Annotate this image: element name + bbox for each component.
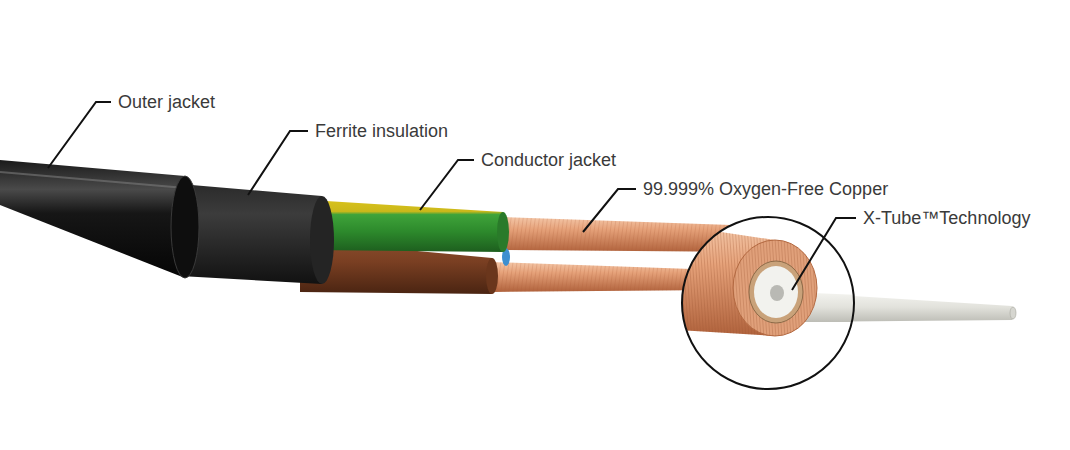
magnifier (680, 217, 860, 389)
leader-line (420, 160, 474, 210)
tube-end (1010, 307, 1016, 319)
tube-hole (770, 285, 784, 301)
jacket-highlight (0, 172, 185, 188)
part-label: X-Tube™Technology (863, 207, 1030, 229)
part-label: Conductor jacket (481, 149, 616, 171)
coil-end (733, 240, 817, 336)
jacket-end (171, 176, 199, 278)
leader-line (583, 189, 636, 232)
jacket-end (497, 212, 509, 252)
leader-line (48, 102, 111, 168)
magnifier-ring (682, 217, 854, 389)
green-yellow-conductor-jacket (310, 200, 503, 252)
tube-wall (754, 266, 798, 318)
ferrite-insulation (180, 184, 322, 284)
part-label: Outer jacket (118, 91, 215, 113)
ferrite-end (310, 196, 334, 284)
part-label: 99.999% Oxygen-Free Copper (643, 178, 888, 200)
outer-jacket (0, 160, 185, 278)
leader-line (792, 218, 856, 290)
coil-end-texture (733, 240, 817, 336)
part-label: Ferrite insulation (315, 120, 448, 142)
inner-tube (790, 292, 1016, 322)
leader-line (248, 131, 308, 195)
tube-ring (749, 261, 803, 323)
jacket-end (486, 258, 498, 294)
